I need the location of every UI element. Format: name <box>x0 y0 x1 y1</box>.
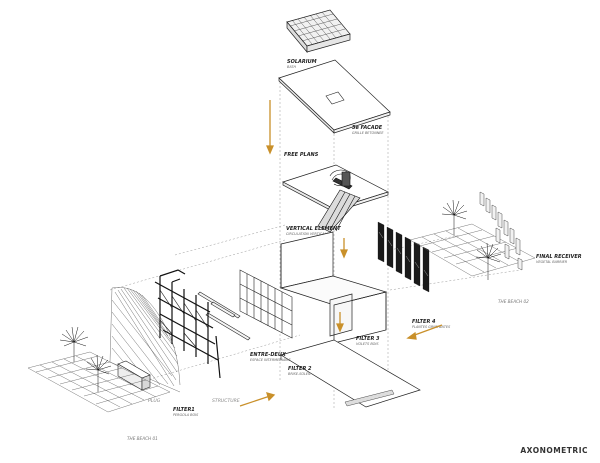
label-filter2: FILTER 2 <box>288 366 312 372</box>
filter1-screen <box>109 287 181 393</box>
palm-tree-left-1 <box>59 326 89 362</box>
label-entre-deux: ENTRE-DEUX <box>250 352 287 358</box>
label-final-receiver: FINAL RECEIVER <box>536 254 582 260</box>
base-slab <box>280 339 421 408</box>
arrow-down-core <box>336 312 344 333</box>
label-beach01: THE BEACH 01 <box>127 436 158 441</box>
structure-beams <box>197 291 251 341</box>
palm-tree-left-2 <box>85 354 112 392</box>
entre-deux-panel <box>239 269 293 339</box>
label-filter3-sub: VOLETS BOIS <box>356 342 379 346</box>
label-free-plans: FREE PLANS <box>284 152 319 158</box>
label-filter1: FILTER1 <box>173 407 195 413</box>
label-vertical-element-sub: CIRCULATION VERTICALE <box>286 232 329 236</box>
label-filter1-sub: PERGOLA BOIS <box>173 413 199 417</box>
label-plug: PLUG <box>148 398 161 404</box>
plug-box <box>117 360 151 391</box>
arrow-structure <box>239 392 276 407</box>
label-beach02: THE BEACH 02 <box>498 299 529 304</box>
label-entre-deux-sub: ESPACE INTERMEDIAIRE <box>250 358 292 362</box>
structure-frame <box>154 269 221 379</box>
filter4-texture <box>378 231 429 277</box>
label-structure: STRUCTURE <box>212 398 240 404</box>
solarium-canopy <box>286 9 351 53</box>
filter4-panels <box>377 221 430 293</box>
structure-braces <box>159 289 209 348</box>
beach01-grid <box>27 351 171 413</box>
arrow-filter4 <box>406 324 443 340</box>
label-filter4: FILTER 4 <box>412 319 436 325</box>
label-facade-sub: GRILLE BETONNEE <box>352 131 384 135</box>
final-receiver-slabs <box>479 191 523 271</box>
arrow-vertical-roof <box>266 100 274 155</box>
label-filter4-sub: PLANTES GRIMPANTES <box>412 325 451 329</box>
staircase <box>317 169 361 233</box>
label-vertical-element: VERTICAL ELEMENT <box>286 226 341 232</box>
arrow-vertical-core <box>340 238 348 259</box>
palm-tree-right-1 <box>441 199 468 235</box>
roof-slab <box>278 59 391 134</box>
label-filter2-sub: BRISE-SOLEIL <box>288 372 311 376</box>
label-solarium: SOLARIUM <box>287 59 317 65</box>
palm-tree-right-2 <box>475 242 502 280</box>
diagram-title: AXONOMETRIC <box>520 446 588 455</box>
ground-volume <box>279 231 388 344</box>
beach02-grid <box>409 223 536 277</box>
label-facade: 5e FACADE <box>352 125 383 131</box>
label-filter3: FILTER 3 <box>356 336 380 342</box>
label-final-receiver-sub: VEGETAL BARRIER <box>536 260 568 264</box>
label-solarium-sub: BATH <box>287 65 296 69</box>
